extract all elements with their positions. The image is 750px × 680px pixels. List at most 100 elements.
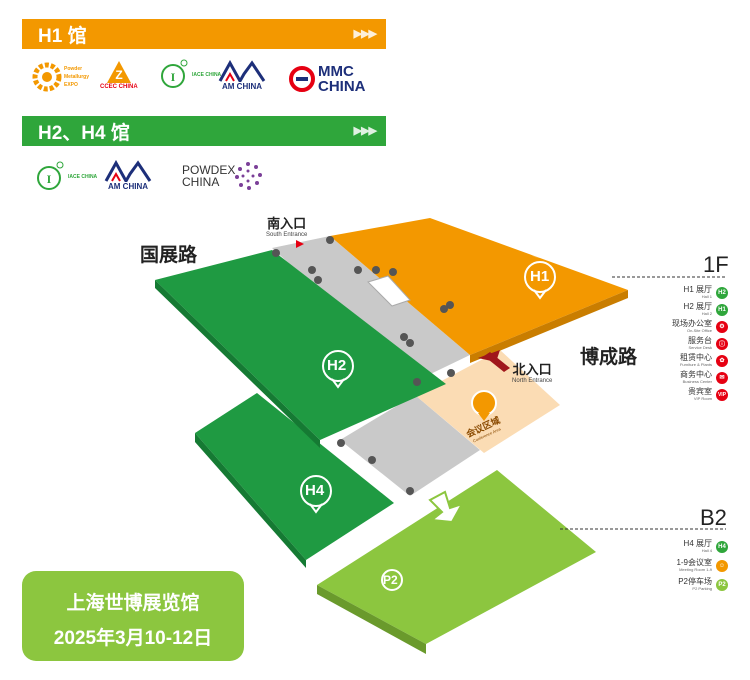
logo-am-china-2-text: AM CHINA: [108, 182, 148, 191]
legend-item-en: VIP Room: [693, 396, 712, 401]
gear-icon: [32, 62, 62, 92]
legend-item-en: Service Desk: [688, 345, 712, 350]
south-entrance-arrow-icon: [296, 240, 304, 248]
hall-h4-area[interactable]: [195, 393, 394, 560]
banner-h2-h4-label: H2、H4 馆: [38, 122, 130, 144]
logo-am-china: AM CHINA: [218, 60, 266, 91]
escalator-icon: [367, 275, 411, 307]
h4-badge-icon: H4: [716, 540, 728, 553]
south-entrance-en: South Entrance: [266, 232, 308, 238]
banner-h1: H1 馆 ▶▶▶: [22, 19, 386, 49]
legend-item-en: On-Site Office: [686, 328, 712, 333]
svg-text:I: I: [171, 70, 176, 84]
legend-item-zh: H1 展厅: [683, 285, 712, 294]
meeting-room-icon: ☺: [716, 559, 728, 572]
down-arrow-icon: [428, 490, 465, 524]
logo-pm-expo-text: Powder Metallurgy EXPO: [64, 66, 90, 88]
legend-item-zh: H4 展厅: [683, 539, 712, 548]
svg-text:Z: Z: [115, 68, 122, 82]
mmc-emblem-icon: [289, 66, 315, 92]
business-center-icon: ✉: [716, 371, 728, 384]
legend-item-zh: P2停车场: [678, 577, 712, 586]
legend-item-zh: H2 展厅: [683, 302, 712, 311]
vip-icon: VIP: [716, 388, 728, 401]
hall-pin-p2[interactable]: [381, 569, 403, 591]
logo-iace-2-text: IACE CHINA: [68, 174, 98, 180]
h2-badge-icon: H2: [716, 286, 728, 299]
legend-item-zh: 服务台: [688, 336, 712, 345]
venue-name: 上海世博展览馆: [66, 593, 200, 614]
north-entrance-zh: 北入口: [512, 362, 552, 377]
logo-am-china-text: AM CHINA: [222, 82, 262, 91]
legend-item-zh: 商务中心: [680, 370, 712, 379]
dotted-circle-icon: [235, 162, 262, 190]
logo-pm-expo: Powder Metallurgy EXPO: [32, 62, 98, 92]
hall-h1-area[interactable]: [330, 218, 628, 355]
hall-label-h2: H2: [327, 357, 347, 374]
logo-ccec: Z CCEC CHINA: [100, 60, 138, 90]
road-label-east: 博成路: [580, 347, 638, 368]
logo-iace: I IACE CHINA: [158, 58, 221, 92]
am-emblem-icon: [104, 160, 152, 182]
am-emblem-icon: [218, 60, 266, 82]
facility-dots: [272, 236, 455, 495]
logo-mmc-china: MMC CHINA: [288, 64, 380, 94]
road-label-west: 国展路: [140, 245, 198, 266]
banner-h1-label: H1 馆: [38, 25, 87, 47]
north-entrance-label: 北入口 North Entrance: [512, 359, 552, 384]
hall-pin-h1[interactable]: [524, 230, 556, 300]
svg-text:I: I: [47, 172, 52, 186]
ccec-emblem-icon: Z: [106, 61, 131, 83]
north-entrance-en: North Entrance: [512, 378, 553, 384]
legend-item-zh: 1-9会议室: [676, 558, 712, 567]
legend-item-en: Hall 1: [701, 294, 712, 299]
hall-label-p2: P2: [383, 573, 398, 587]
service-desk-icon: ⓘ: [716, 337, 728, 350]
logo-am-china-2: AM CHINA: [104, 160, 152, 191]
iace-emblem-icon: I: [161, 59, 188, 88]
banner-h2-h4: H2、H4 馆 ▶▶▶: [22, 116, 386, 146]
floor-label-b2: B2: [700, 505, 727, 530]
h1-badge-icon: H1: [716, 303, 728, 316]
p2-parking-area[interactable]: [317, 470, 596, 644]
iace-emblem-icon: I: [37, 161, 64, 190]
logo-iace-text: IACE CHINA: [192, 72, 222, 78]
hall-h2-area[interactable]: [155, 250, 446, 440]
logo-ccec-text: CCEC CHINA: [100, 84, 138, 90]
legend-item-en: Meeting Room 1-9: [679, 567, 712, 572]
arrow-icon: ▶▶▶: [353, 125, 377, 137]
floor-label-1f: 1F: [703, 252, 729, 277]
hall-pin-h2[interactable]: [322, 350, 354, 389]
legend-item-en: Hall 4: [701, 548, 712, 553]
legend-item-en: Hall 2: [701, 311, 712, 316]
event-info-box: 上海世博展览馆 2025年3月10-12日: [22, 571, 244, 661]
1f-corridor: [272, 236, 470, 380]
b2-corridor: [340, 395, 480, 496]
legend-item-en: Business Center: [682, 379, 712, 384]
south-entrance-label: 南入口 South Entrance: [266, 213, 307, 238]
hall-label-h1: H1: [530, 268, 550, 285]
rental-icon: ✿: [716, 354, 728, 367]
logo-powdex-text: POWDEX CHINA: [182, 163, 236, 189]
arrow-icon: ▶▶▶: [353, 28, 377, 40]
legend-item-en: P2 Parking: [692, 586, 712, 591]
hall-pin-h4[interactable]: [300, 475, 332, 514]
legend-item-zh: 现场办公室: [672, 319, 712, 328]
hall-label-h4: H4: [305, 482, 325, 499]
legend-item-zh: 租赁中心: [680, 353, 712, 362]
logo-powdex: POWDEX CHINA: [182, 160, 264, 192]
conference-pin[interactable]: [471, 390, 497, 421]
office-icon: ⚙: [716, 320, 728, 333]
